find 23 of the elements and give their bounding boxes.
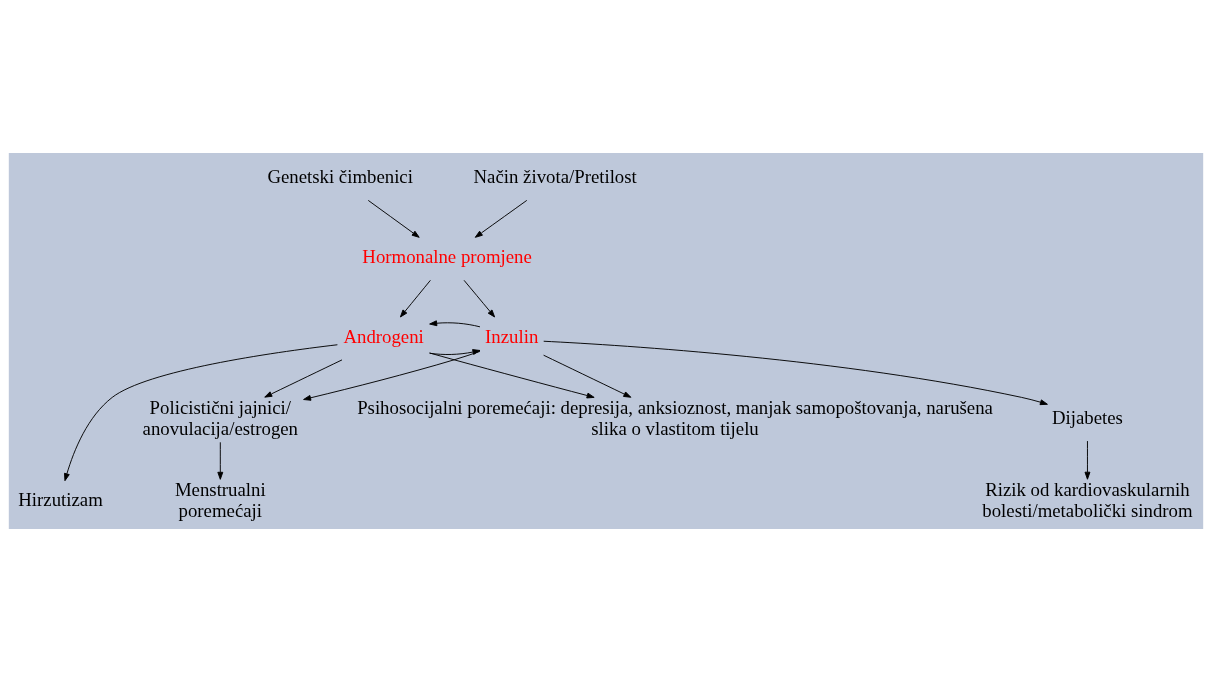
- arrow: [399, 279, 431, 318]
- node-text: Androgeni: [343, 326, 424, 348]
- arrow: [1084, 440, 1091, 480]
- node-text: Menstrualni poremećaji: [174, 478, 266, 522]
- arrow: [264, 359, 343, 398]
- arrow: [429, 352, 595, 399]
- node-text: Dijabetes: [1051, 407, 1123, 429]
- node-text: Policistični jajnici/ anovulacija/estrogen: [142, 396, 299, 439]
- arrow: [367, 199, 420, 238]
- node-text: Inzulin: [485, 326, 539, 348]
- arrow: [64, 344, 338, 482]
- node-text: Genetski čimbenici: [267, 166, 413, 188]
- arrow: [543, 354, 632, 398]
- arrow: [463, 279, 496, 318]
- arrow: [217, 441, 224, 480]
- node-text: Psihosocijalni poremećaji: depresija, anksioznost, manjak samopoštovanja, narušena slika o vlastitom tijelu: [357, 396, 993, 439]
- arrow: [429, 320, 481, 328]
- node-text: Način života/Pretilost: [473, 166, 637, 188]
- arrow: [474, 199, 528, 238]
- node-text: Hormonalne promjene: [362, 246, 532, 268]
- node-text: Rizik od kardiovaskularnih bolesti/metabolički sindrom: [982, 478, 1193, 522]
- node-text: Hirzutizam: [18, 489, 103, 511]
- arrow: [543, 340, 1048, 406]
